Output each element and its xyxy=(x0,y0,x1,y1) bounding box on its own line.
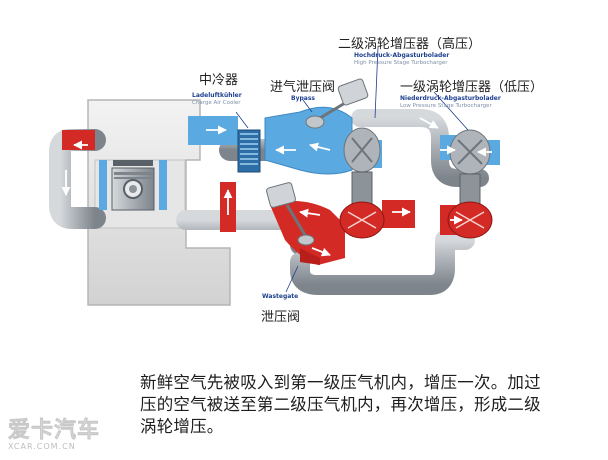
watermark: 爱卡汽车 XCAR.COM.CN xyxy=(8,412,100,451)
piston xyxy=(111,160,155,211)
caption-line-3: 涡轮增压。 xyxy=(140,417,224,436)
lp-turbo-label-en: Low Pressure Stage Turbocharger xyxy=(400,103,492,109)
bypass-label-en: Bypass xyxy=(291,95,315,102)
wastegate-valve xyxy=(266,182,315,246)
intercooler-label-en: Charge Air Cooler xyxy=(192,100,241,106)
cylinder-liners xyxy=(99,160,167,210)
intercooler-label-de: Ladeluftkühler xyxy=(192,92,242,99)
lp-turbocharger xyxy=(447,129,493,239)
caption-line-2: 压的空气被送至第二级压气机内，再次增压，形成二级 xyxy=(140,395,541,414)
flow-arrows xyxy=(61,117,492,261)
wastegate-label-cn: 泄压阀 xyxy=(261,310,301,325)
bypass-label-cn: 进气泄压阀 xyxy=(270,80,336,95)
hp-turbo-label-en: High Pressure Stage Turbocharger xyxy=(354,60,448,66)
bypass-valve xyxy=(305,78,369,129)
wastegate-label-en: Wastegate xyxy=(262,293,299,300)
watermark-cn: 爱卡汽车 xyxy=(8,418,101,444)
intercooler-label-cn: 中冷器 xyxy=(199,73,239,88)
lp-turbo-label-de: Niederdruck-Abgasturbolader xyxy=(400,95,501,102)
intercooler xyxy=(237,129,261,173)
lp-turbo-label-cn: 一级涡轮增压器（低压） xyxy=(400,80,544,95)
hp-turbo-label-cn: 二级涡轮增压器（高压） xyxy=(338,37,482,52)
caption-line-1: 新鲜空气先被吸入到第一级压气机内，增压一次。加过 xyxy=(140,373,541,392)
leader-lines xyxy=(235,46,469,293)
hp-turbocharger xyxy=(339,127,385,239)
watermark-en: XCAR.COM.CN xyxy=(8,442,76,451)
hp-turbo-label-de: Hochdruck-Abgasturbolader xyxy=(354,52,450,59)
caption-text: 新鲜空气先被吸入到第一级压气机内，增压一次。加过 压的空气被送至第二级压气机内，… xyxy=(140,372,600,438)
